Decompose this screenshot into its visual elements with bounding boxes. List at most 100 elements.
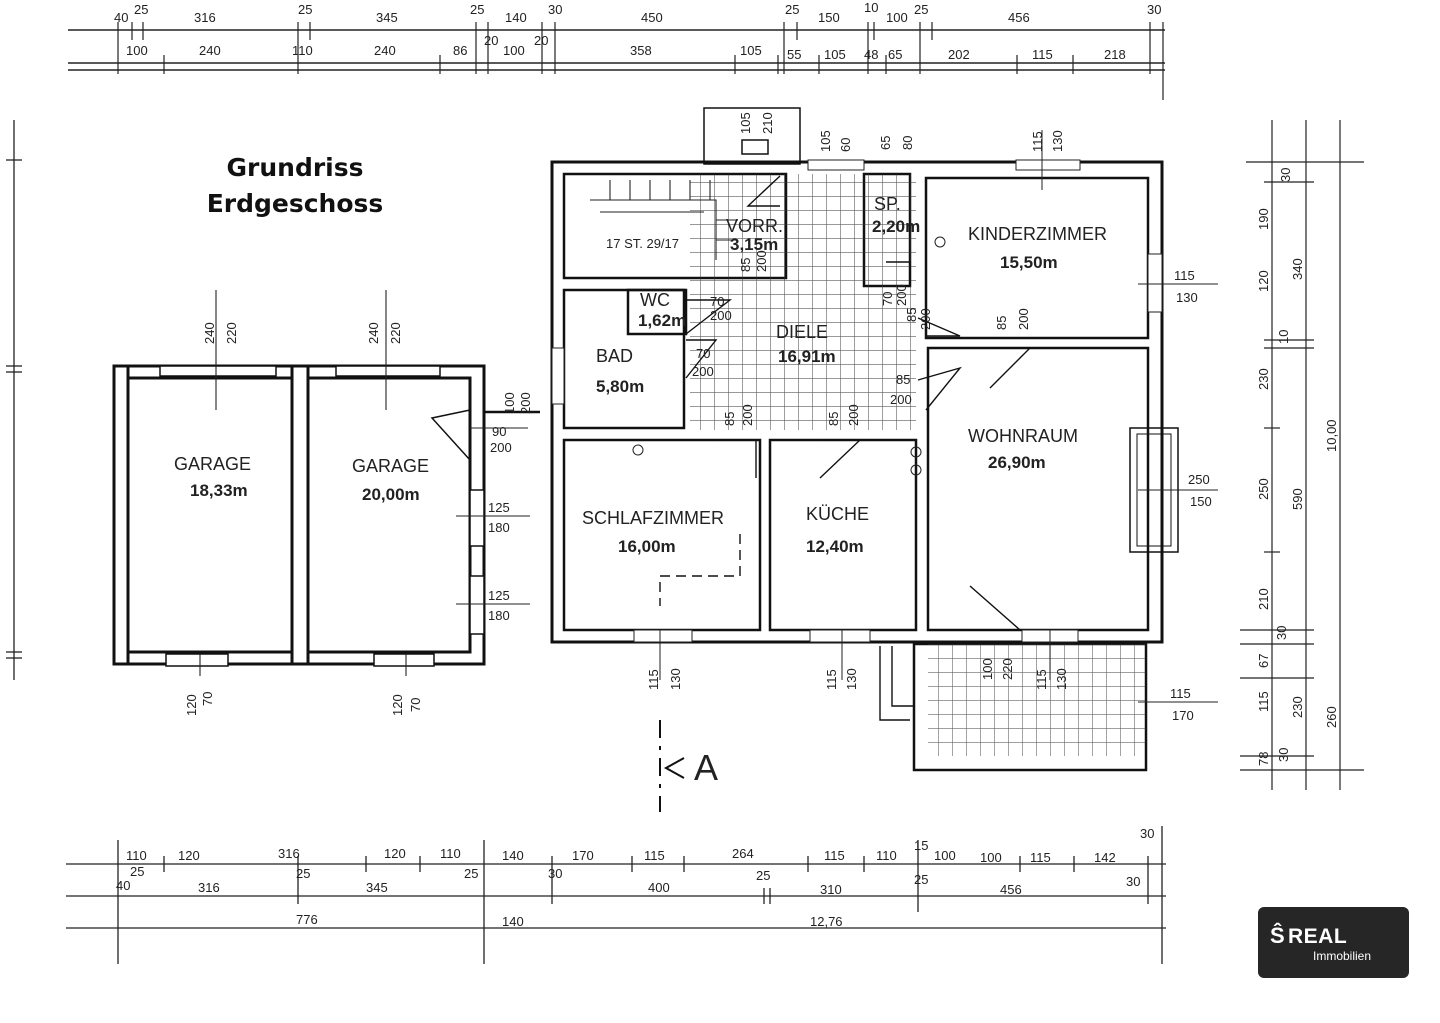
dim-label: 310 <box>820 882 842 897</box>
room-name-wc: WC <box>640 290 670 310</box>
dim-label: 48 <box>864 47 878 62</box>
dim-label: 316 <box>194 10 216 25</box>
room-area-wohnraum: 26,90m <box>988 453 1046 472</box>
dim-label: 200 <box>846 404 861 426</box>
dim-label: 10 <box>1276 330 1291 344</box>
section-line <box>659 720 685 812</box>
room-area-kinderzimmer: 15,50m <box>1000 253 1058 272</box>
room-name-wohnraum: WOHNRAUM <box>968 426 1078 446</box>
dim-label: 86 <box>453 43 467 58</box>
dim-label: 85 <box>994 316 1009 330</box>
dim-label: 140 <box>502 914 524 929</box>
dim-label: 25 <box>296 866 310 881</box>
dim-label: 20 <box>484 33 498 48</box>
dim-label: 120 <box>390 694 405 716</box>
logo-subtitle: Immobilien <box>1313 949 1372 963</box>
dim-label: 10 <box>864 0 878 15</box>
dim-label: 30 <box>548 2 562 17</box>
dim-label: 100 <box>502 392 517 414</box>
dim-label: 142 <box>1094 850 1116 865</box>
dim-label: 85 <box>904 308 919 322</box>
dim-label: 70 <box>880 292 895 306</box>
room-area-garage-1: 18,33m <box>190 481 248 500</box>
dim-label: 65 <box>888 47 902 62</box>
dim-label: 30 <box>1276 748 1291 762</box>
dim-label: 110 <box>876 848 897 863</box>
plan-title-line2: Erdgeschoss <box>206 189 384 218</box>
dim-label: 85 <box>826 412 841 426</box>
dim-label: 100 <box>886 10 908 25</box>
dim-label: 200 <box>754 250 769 272</box>
room-labels: GARAGE 18,33m GARAGE 20,00m VORR. 3,15m … <box>174 194 1107 556</box>
dim-label: 260 <box>1324 706 1339 728</box>
dim-label: 25 <box>298 2 312 17</box>
dim-label: 80 <box>900 136 915 150</box>
room-name-sp: SP. <box>874 194 901 214</box>
dim-label: 250 <box>1188 472 1210 487</box>
dim-label: 450 <box>641 10 663 25</box>
dim-label: 25 <box>785 2 799 17</box>
dim-label: 100 <box>980 658 995 680</box>
dim-label: 345 <box>366 880 388 895</box>
room-area-sp: 2,20m <box>872 217 920 236</box>
plan-title-line1: Grundriss <box>226 153 364 182</box>
dim-label: 100 <box>503 43 525 58</box>
door-swings <box>659 175 1032 721</box>
dim-label: 25 <box>130 864 144 879</box>
dim-label: 316 <box>278 846 300 861</box>
room-area-wc: 1,62m <box>638 311 686 330</box>
dim-label: 200 <box>890 392 912 407</box>
dim-label: 65 <box>878 136 893 150</box>
dim-label: 85 <box>896 372 910 387</box>
dim-label: 100 <box>126 43 148 58</box>
dim-label: 130 <box>1050 130 1065 152</box>
right-dimension-labels: 30 190 120 10 230 250 210 30 67 115 78 3… <box>1256 168 1339 766</box>
dim-label: 67 <box>1256 654 1271 668</box>
room-area-vorr: 3,15m <box>730 235 778 254</box>
dim-label: 240 <box>374 43 396 58</box>
dim-label: 25 <box>134 2 148 17</box>
dim-label: 115 <box>644 848 665 863</box>
dim-label: 140 <box>502 848 524 863</box>
dim-label: 115 <box>824 669 839 690</box>
dim-label: 316 <box>198 880 220 895</box>
dim-label: 130 <box>668 668 683 690</box>
dim-label: 120 <box>184 694 199 716</box>
bottom-dimension-lines <box>66 826 1166 964</box>
dim-label: 218 <box>1104 47 1126 62</box>
bottom-dimension-labels: 110 120 316 120 110 140 170 115 264 115 … <box>116 826 1154 929</box>
room-name-bad: BAD <box>596 346 633 366</box>
room-name-kinderzimmer: KINDERZIMMER <box>968 224 1107 244</box>
dim-label: 115 <box>646 669 661 690</box>
dim-label: 110 <box>440 846 461 861</box>
dim-label: 40 <box>116 878 130 893</box>
dim-label: 220 <box>388 322 403 344</box>
dim-label: 30 <box>1126 874 1140 889</box>
dim-label: 200 <box>710 308 732 323</box>
dim-label: 150 <box>818 10 840 25</box>
dim-label: 230 <box>1290 696 1305 718</box>
dim-label: 60 <box>838 138 853 152</box>
dim-label: 240 <box>366 322 381 344</box>
dim-label: 200 <box>918 308 933 330</box>
dim-label: 12,76 <box>810 914 843 929</box>
dim-label: 120 <box>1256 270 1271 292</box>
dim-label: 150 <box>1190 494 1212 509</box>
terrace-tiles <box>928 644 1146 756</box>
dim-label: 264 <box>732 846 754 861</box>
dim-label: 345 <box>376 10 398 25</box>
dim-label: 200 <box>894 284 909 306</box>
room-area-bad: 5,80m <box>596 377 644 396</box>
dim-label: 30 <box>1147 2 1161 17</box>
room-name-kueche: KÜCHE <box>806 504 869 524</box>
stairs-label: 17 ST. 29/17 <box>606 236 679 251</box>
right-dimension-lines <box>1240 120 1364 790</box>
dim-label: 220 <box>1000 658 1015 680</box>
dim-label: 125 <box>488 500 510 515</box>
dim-label: 456 <box>1000 882 1022 897</box>
real-immobilien-logo: Ŝ REAL Immobilien <box>1258 907 1409 978</box>
dim-label: 30 <box>1278 168 1293 182</box>
section-marker: A <box>694 747 718 788</box>
dim-label: 70 <box>408 698 423 712</box>
dim-label: 200 <box>740 404 755 426</box>
